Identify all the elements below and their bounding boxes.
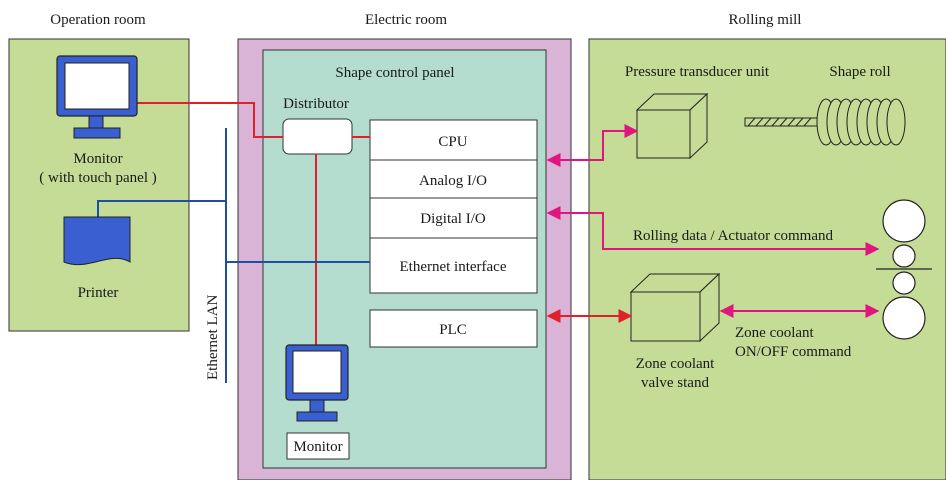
header-rolling-mill: Rolling mill xyxy=(729,12,802,28)
mill-stand-icon xyxy=(876,199,932,340)
pressure-transducer-label: Pressure transducer unit xyxy=(625,64,770,80)
printer-label: Printer xyxy=(78,285,119,301)
ethernet-lan-wiring xyxy=(97,128,370,383)
header-electric-room: Electric room xyxy=(365,12,447,28)
panel-monitor-label: Monitor xyxy=(293,439,342,455)
digital-io-label: Digital I/O xyxy=(420,211,486,227)
zone-coolant-label-2: ON/OFF command xyxy=(735,344,852,360)
module-stack xyxy=(369,119,538,294)
digital-io-module xyxy=(369,197,538,239)
analog-io-label: Analog I/O xyxy=(419,173,487,189)
cpu-transducer-arrow xyxy=(546,124,639,167)
plc-module xyxy=(369,309,538,348)
touch-monitor-label-1: Monitor xyxy=(73,151,122,167)
zone-coolant-label-1: Zone coolant xyxy=(735,325,815,341)
red-wiring xyxy=(137,102,370,345)
ethernet-interface-label: Ethernet interface xyxy=(399,259,506,275)
valve-stand-label-1: Zone coolant xyxy=(636,356,716,372)
ethernet-interface-module xyxy=(369,237,538,294)
shape-control-panel-title: Shape control panel xyxy=(335,65,454,81)
touch-monitor-icon xyxy=(56,55,138,139)
cpu-module xyxy=(369,119,538,161)
header-operation-room: Operation room xyxy=(50,12,146,28)
rolling-data-label: Rolling data / Actuator command xyxy=(633,228,833,244)
printer-icon xyxy=(63,216,131,266)
touch-monitor-label-2: ( with touch panel ) xyxy=(39,170,156,186)
ethernet-lan-label: Ethernet LAN xyxy=(205,294,221,380)
panel-monitor-label-box xyxy=(286,432,350,460)
valve-stand-label-2: valve stand xyxy=(641,375,709,391)
panel-monitor-icon xyxy=(285,344,349,422)
distributor-label: Distributor xyxy=(283,96,349,112)
shape-roll-label: Shape roll xyxy=(829,64,890,80)
shape-roll-icon xyxy=(744,98,906,146)
valve-stand-cube xyxy=(629,272,721,343)
analog-io-module xyxy=(369,159,538,199)
plc-label: PLC xyxy=(439,322,467,338)
digital-io-arrow xyxy=(546,206,880,256)
pressure-transducer-cube xyxy=(635,92,709,160)
distributor-box xyxy=(282,118,353,155)
cpu-label: CPU xyxy=(438,134,467,150)
